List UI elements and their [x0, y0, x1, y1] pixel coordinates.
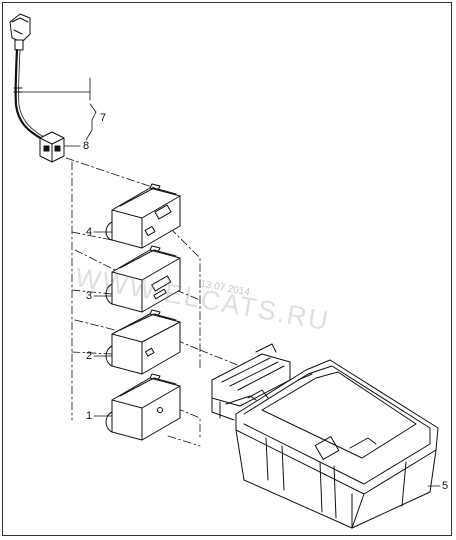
callout-4: 4 [86, 226, 93, 238]
relay-module-part-4 [105, 183, 181, 249]
relay-box-housing-part-5 [211, 343, 439, 529]
callout-leaders [93, 231, 113, 417]
callout-8: 8 [83, 140, 90, 152]
callout-1: 1 [86, 410, 93, 422]
connector-part-8 [39, 131, 81, 163]
wiring-harness-part-7 [9, 13, 46, 142]
diagram-frame [2, 2, 452, 536]
leader-lines-7 [21, 77, 97, 141]
relay-module-part-3 [105, 245, 181, 313]
callout-5: 5 [442, 480, 449, 492]
callout-2: 2 [86, 350, 93, 362]
relay-module-part-1 [105, 373, 181, 441]
callout-3: 3 [86, 290, 93, 302]
relay-module-part-2 [105, 309, 181, 375]
callout-7: 7 [100, 112, 107, 124]
